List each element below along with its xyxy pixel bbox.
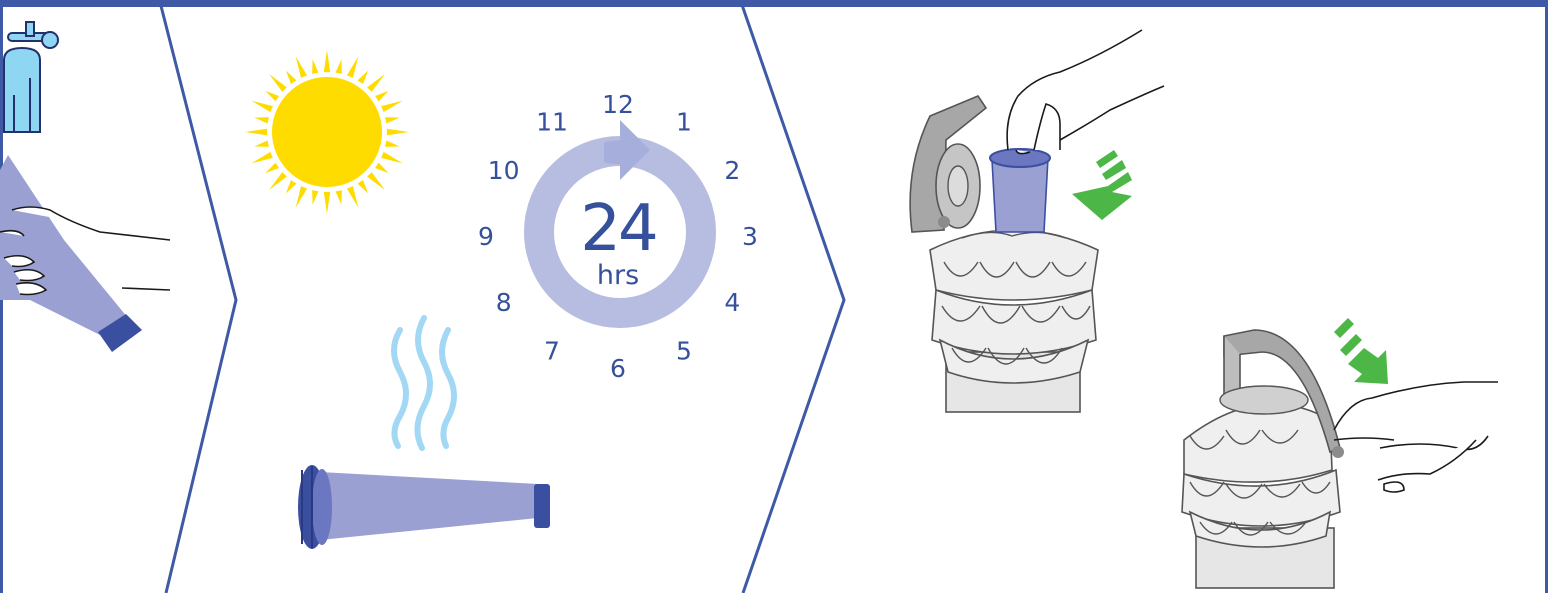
sun-ray xyxy=(375,163,389,174)
chevron-separator-2 xyxy=(741,2,844,593)
panel-rinse xyxy=(0,22,170,352)
sun-ray xyxy=(336,190,342,204)
clock-number: 12 xyxy=(602,90,634,119)
sun-ray xyxy=(286,70,297,84)
filter-icon xyxy=(298,465,550,549)
clock-number: 10 xyxy=(488,156,520,185)
sun-ray xyxy=(336,59,342,73)
clock-number: 6 xyxy=(610,354,626,383)
sun-ray xyxy=(296,56,307,78)
sun-ray xyxy=(385,141,399,147)
sun-ray xyxy=(347,186,358,208)
sun-ray xyxy=(254,117,268,123)
top-border xyxy=(0,0,1548,7)
sun-ray xyxy=(269,172,287,190)
filter-icon xyxy=(0,155,142,352)
arrow-icon xyxy=(1334,318,1388,384)
sun-ray xyxy=(381,101,403,112)
cyclone-unit-icon xyxy=(910,96,1098,412)
clock-number: 7 xyxy=(544,336,560,365)
sun-ray xyxy=(251,152,273,163)
clock-number: 11 xyxy=(536,108,568,137)
clock-duration-value: 24 xyxy=(580,192,656,266)
sun-ray xyxy=(269,74,287,92)
tap-icon xyxy=(4,22,58,132)
clock-number: 3 xyxy=(742,222,758,251)
cyclone-unit-icon xyxy=(1182,330,1344,588)
sun-ray xyxy=(375,91,389,102)
clock-number: 5 xyxy=(676,336,692,365)
heat-waves-icon xyxy=(394,318,454,448)
sun-ray xyxy=(381,152,403,163)
sun-ray xyxy=(245,129,267,135)
sun-ray xyxy=(254,141,268,147)
sun-ray xyxy=(367,74,385,92)
sun-ray xyxy=(265,163,279,174)
clock-number: 4 xyxy=(724,288,740,317)
arrow-icon xyxy=(1072,150,1132,220)
clock-number: 9 xyxy=(478,222,494,251)
clock-arrow-icon xyxy=(604,120,650,180)
sun-ray xyxy=(324,192,330,214)
sun-ray xyxy=(347,56,358,78)
sun-ray xyxy=(385,117,399,123)
sun-ray xyxy=(296,186,307,208)
clock-duration-unit: hrs xyxy=(597,260,639,291)
sun-disc xyxy=(272,77,382,187)
sun-ray xyxy=(358,180,369,194)
sun-ray xyxy=(251,101,273,112)
sun-ray xyxy=(367,172,385,190)
sun-ray xyxy=(265,91,279,102)
clock-number: 8 xyxy=(496,288,512,317)
sun-ray xyxy=(312,59,318,73)
hand-icon xyxy=(1334,382,1498,492)
filter-icon xyxy=(990,149,1050,232)
chevron-separator-1 xyxy=(160,2,236,593)
hand-icon xyxy=(1007,30,1164,154)
sun-ray xyxy=(387,129,409,135)
panel-refit xyxy=(910,30,1498,588)
clock-number: 1 xyxy=(676,108,692,137)
clock-number: 2 xyxy=(724,156,740,185)
sun-ray xyxy=(358,70,369,84)
sun-ray xyxy=(312,190,318,204)
sun-ray xyxy=(324,50,330,72)
sun-ray xyxy=(286,180,297,194)
